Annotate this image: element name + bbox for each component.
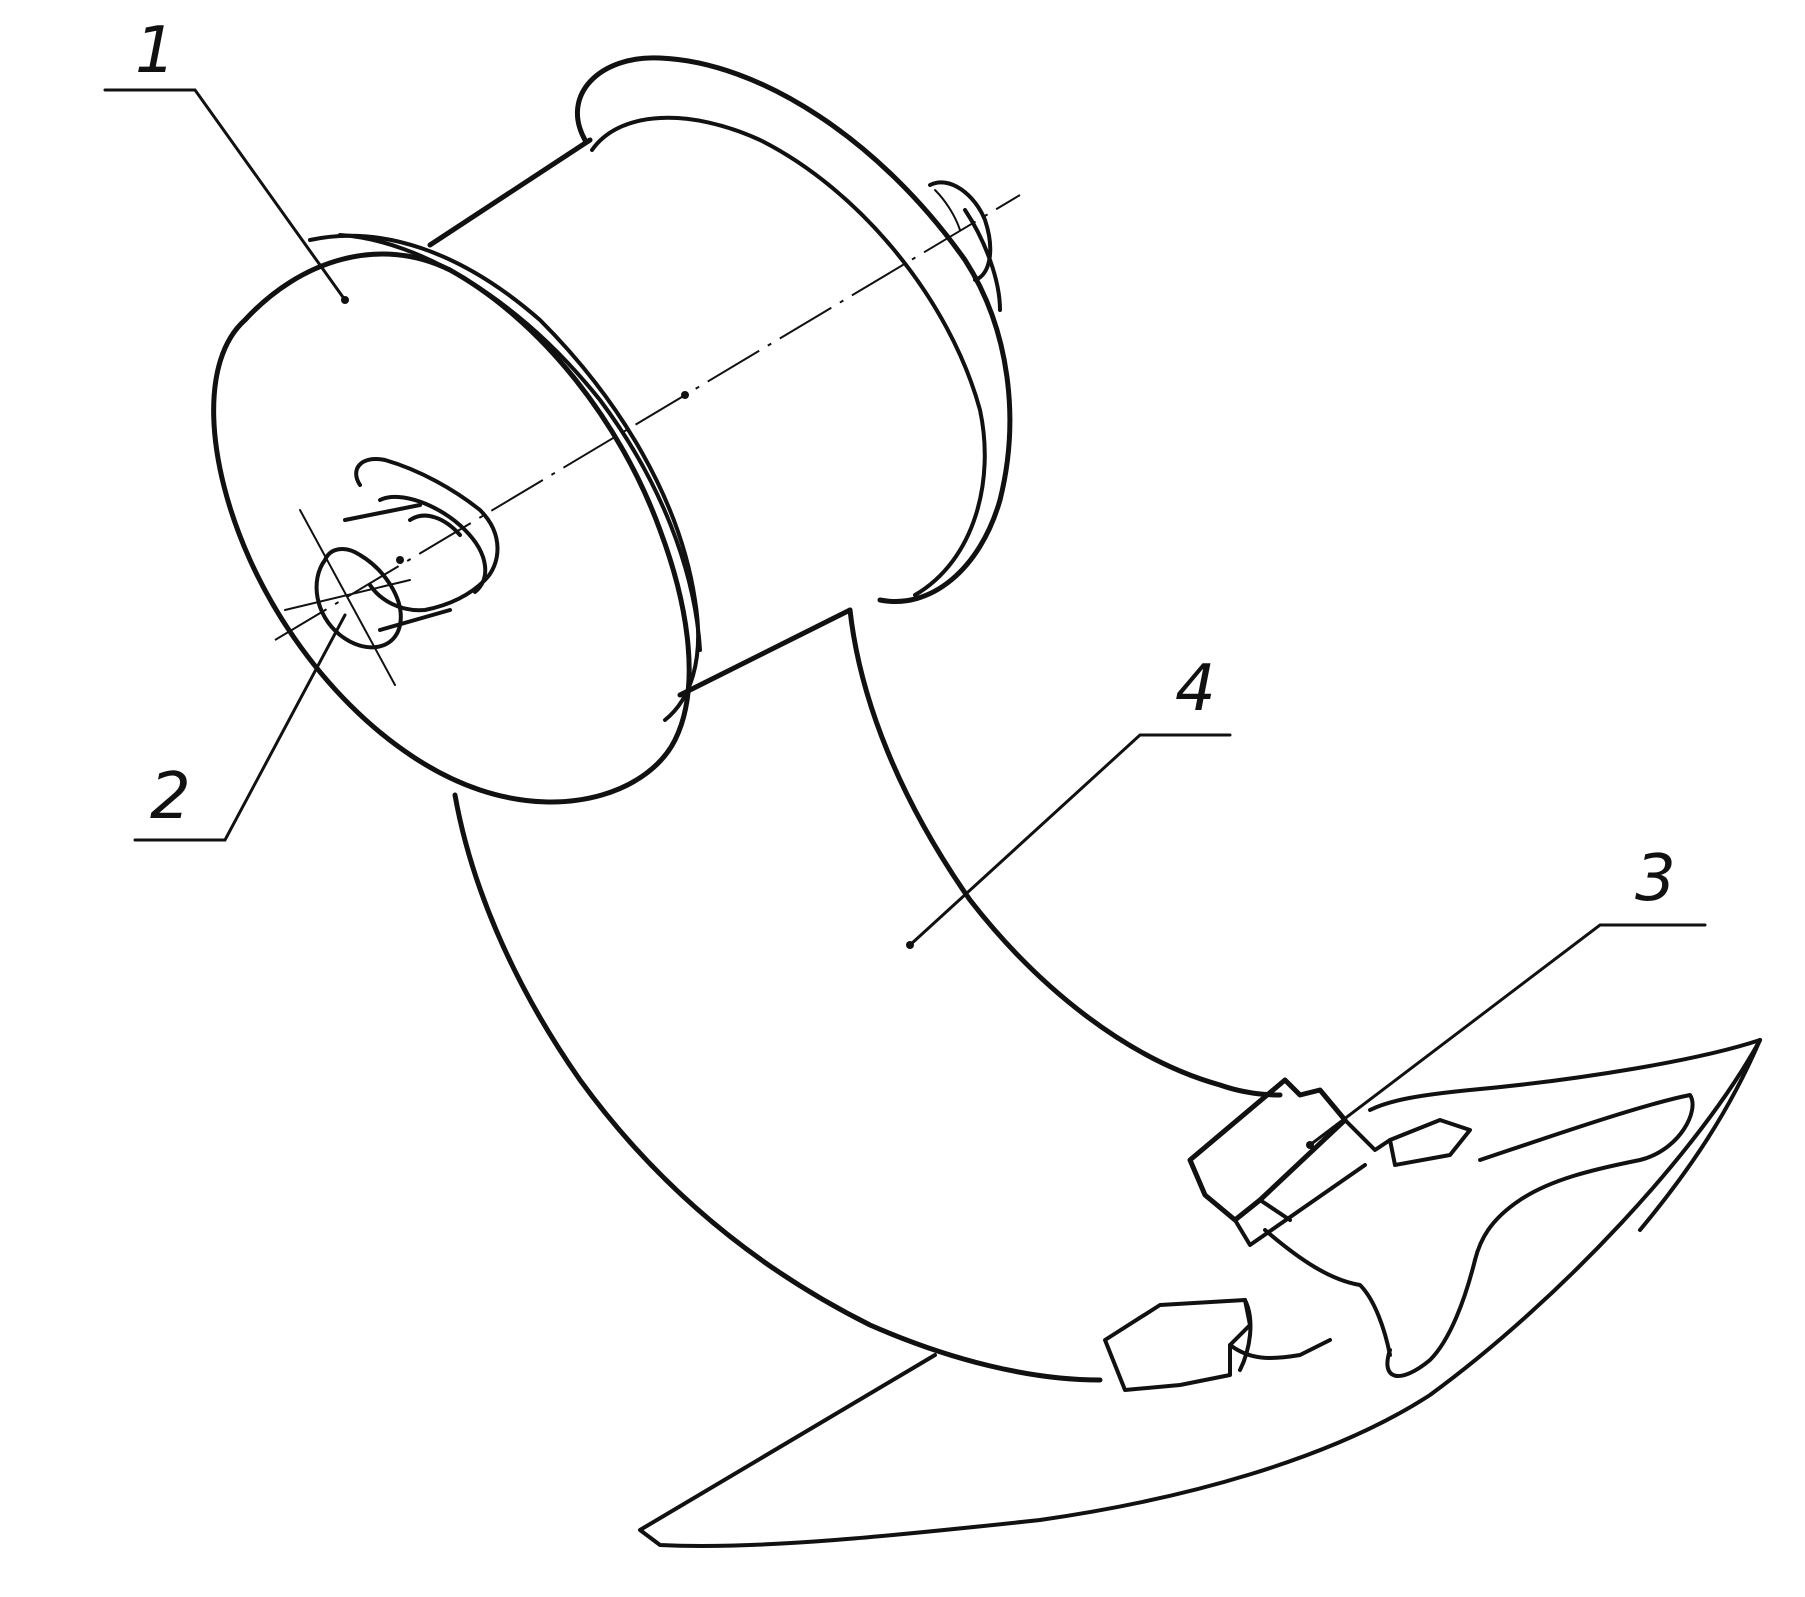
lower-clip [1103, 1298, 1332, 1392]
axis-centre-point-1 [396, 556, 404, 564]
rear-hub-boss [928, 180, 993, 282]
part-label-2: 2 [150, 760, 191, 834]
leader-part-4 [908, 733, 1232, 947]
drum-body [427, 137, 853, 698]
centre-axis-line [274, 194, 1021, 641]
fastener-bracket [1187, 1077, 1472, 1357]
part-label-3: 3 [1635, 842, 1676, 916]
shaft-cross-line-1 [299, 509, 396, 686]
curved-shank [452, 607, 1283, 1383]
part-label-1: 1 [135, 14, 176, 88]
leader-dot-part-4 [906, 941, 914, 949]
shaft-cross-line-2 [284, 579, 411, 611]
leader-part-2 [133, 613, 347, 842]
part-label-4: 4 [1175, 652, 1216, 726]
leader-part-1 [103, 88, 347, 302]
leader-lines [103, 88, 1707, 1147]
leader-part-3 [1308, 923, 1707, 1147]
leader-dot-part-3 [1306, 1141, 1314, 1149]
leader-dot-part-1 [341, 296, 349, 304]
ploughshare-blade [638, 1038, 1762, 1548]
front-flange [211, 233, 702, 805]
axis-centre-point-2 [681, 391, 689, 399]
